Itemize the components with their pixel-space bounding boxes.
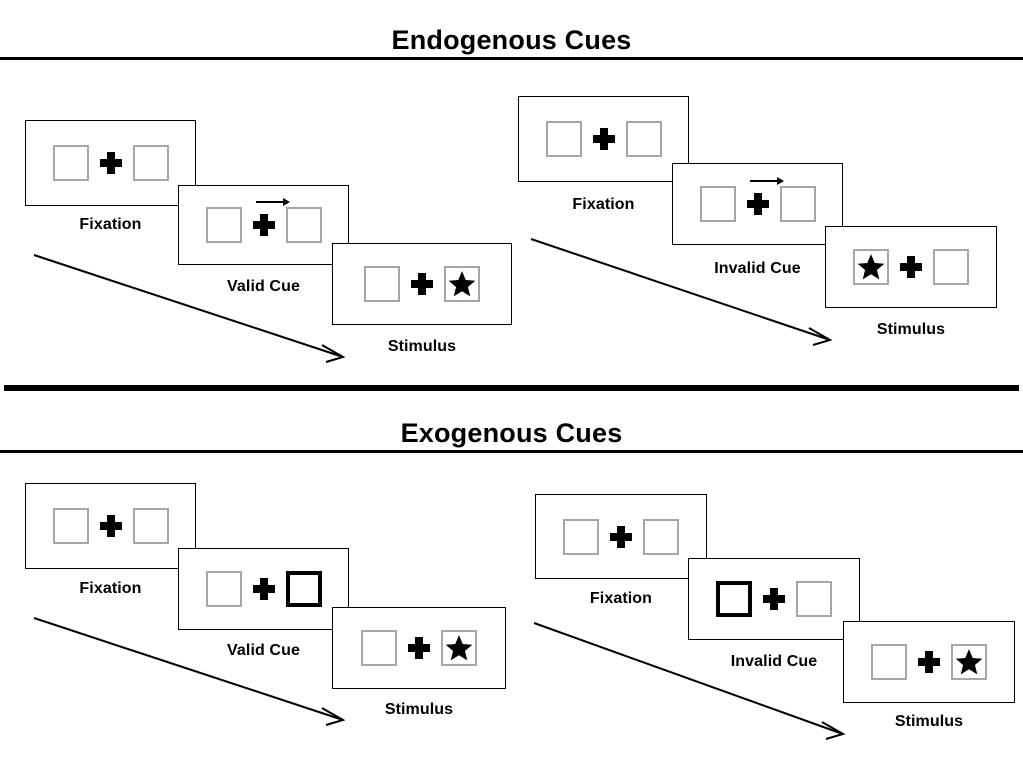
fixation-cross-icon: [900, 256, 922, 278]
frame-endogenous-invalid-cue: [672, 163, 843, 245]
cue-arrow-icon: [749, 177, 784, 185]
frame-exogenous-invalid-cue: [688, 558, 860, 640]
right-placeholder-box-cued: [285, 571, 322, 607]
caption-exogenous-invalid-cue: Invalid Cue: [730, 653, 818, 670]
left-placeholder-box: [545, 121, 582, 157]
star-icon: [955, 649, 983, 675]
section-title-endogenous: Endogenous Cues: [0, 25, 1023, 60]
fixation-cross-slot: [907, 651, 951, 673]
frame-endogenous-valid-cue: [178, 185, 349, 265]
frame-content: [853, 249, 969, 285]
cue-arrow-icon: [255, 198, 290, 206]
fixation-cross-slot: [242, 578, 286, 600]
frame-content: [52, 508, 169, 544]
left-placeholder-box: [699, 186, 736, 222]
caption-exogenous-invalid-fixation: Fixation: [589, 590, 653, 607]
fixation-cross-slot: [599, 525, 643, 548]
caption-exogenous-valid-stimulus: Stimulus: [384, 701, 454, 718]
fixation-cross-icon: [252, 214, 275, 236]
left-placeholder-box: [205, 207, 242, 243]
frame-content: [364, 266, 480, 302]
fixation-cross-slot: [89, 152, 133, 174]
fixation-cross-icon: [99, 152, 122, 174]
caption-exogenous-valid-cue: Valid Cue: [227, 642, 300, 659]
star-icon: [445, 635, 473, 661]
frame-content: [563, 518, 679, 555]
right-placeholder-box: [951, 644, 987, 680]
frame-endogenous-invalid-stimulus: [825, 226, 997, 308]
frame-content: [871, 644, 987, 680]
timeline-arrow-exogenous-valid: [33, 617, 346, 726]
fixation-cross-icon: [610, 525, 632, 548]
right-placeholder-box: [441, 630, 477, 666]
frame-content: [52, 145, 169, 181]
caption-endogenous-valid-cue: Valid Cue: [227, 278, 300, 295]
fixation-cross-icon: [763, 588, 785, 610]
left-placeholder-box: [361, 630, 397, 666]
frame-exogenous-invalid-fixation: [535, 494, 707, 579]
fixation-cross-icon: [746, 193, 769, 215]
star-icon: [857, 254, 885, 280]
frame-content: [205, 198, 322, 243]
caption-endogenous-valid-stimulus: Stimulus: [387, 338, 457, 355]
left-placeholder-box: [853, 249, 889, 285]
frame-content: [205, 571, 322, 607]
section-divider: [4, 385, 1019, 391]
frame-content: [699, 177, 816, 222]
fixation-cross-icon: [918, 651, 940, 673]
fixation-cross-icon: [99, 515, 122, 537]
fixation-cross-slot: [752, 588, 796, 610]
right-placeholder-box: [625, 121, 662, 157]
fixation-cross-icon: [408, 637, 430, 659]
frame-endogenous-valid-stimulus: [332, 243, 512, 325]
frame-exogenous-valid-stimulus: [332, 607, 506, 689]
caption-exogenous-invalid-stimulus: Stimulus: [894, 713, 964, 730]
fixation-cross-slot: [582, 128, 626, 150]
left-placeholder-box: [364, 266, 400, 302]
frame-exogenous-invalid-stimulus: [843, 621, 1015, 703]
frame-content: [545, 121, 662, 157]
fixation-cross-icon: [252, 578, 275, 600]
fixation-cross-slot: [242, 198, 290, 236]
timeline-arrow-endogenous-valid: [33, 254, 346, 363]
right-placeholder-box: [933, 249, 969, 285]
caption-exogenous-valid-fixation: Fixation: [79, 580, 142, 597]
frame-exogenous-valid-fixation: [25, 483, 196, 569]
caption-endogenous-valid-fixation: Fixation: [79, 216, 142, 233]
frame-exogenous-valid-cue: [178, 548, 349, 630]
frame-content: [716, 581, 832, 617]
fixation-cross-slot: [736, 177, 784, 215]
caption-endogenous-invalid-cue: Invalid Cue: [714, 260, 801, 277]
fixation-cross-slot: [89, 515, 133, 537]
fixation-cross-slot: [400, 273, 444, 295]
left-placeholder-box: [871, 644, 907, 680]
fixation-cross-slot: [889, 256, 933, 278]
section-title-exogenous: Exogenous Cues: [0, 418, 1023, 453]
left-placeholder-box: [205, 571, 242, 607]
right-placeholder-box: [285, 207, 322, 243]
right-placeholder-box: [132, 145, 169, 181]
caption-endogenous-invalid-stimulus: Stimulus: [876, 321, 946, 338]
left-placeholder-box: [52, 145, 89, 181]
frame-content: [361, 630, 477, 666]
right-placeholder-box: [444, 266, 480, 302]
left-placeholder-box: [52, 508, 89, 544]
right-placeholder-box: [796, 581, 832, 617]
right-placeholder-box: [132, 508, 169, 544]
fixation-cross-icon: [592, 128, 615, 150]
right-placeholder-box: [643, 518, 679, 555]
timeline-arrow-endogenous-invalid: [530, 238, 833, 346]
caption-endogenous-invalid-fixation: Fixation: [572, 196, 635, 213]
left-placeholder-box: [563, 518, 599, 555]
frame-endogenous-valid-fixation: [25, 120, 196, 206]
star-icon: [448, 271, 476, 297]
frame-endogenous-invalid-fixation: [518, 96, 689, 182]
fixation-cross-icon: [411, 273, 433, 295]
fixation-cross-slot: [397, 637, 441, 659]
left-placeholder-box-cued: [716, 581, 752, 617]
right-placeholder-box: [779, 186, 816, 222]
timeline-arrow-exogenous-invalid: [533, 622, 846, 740]
